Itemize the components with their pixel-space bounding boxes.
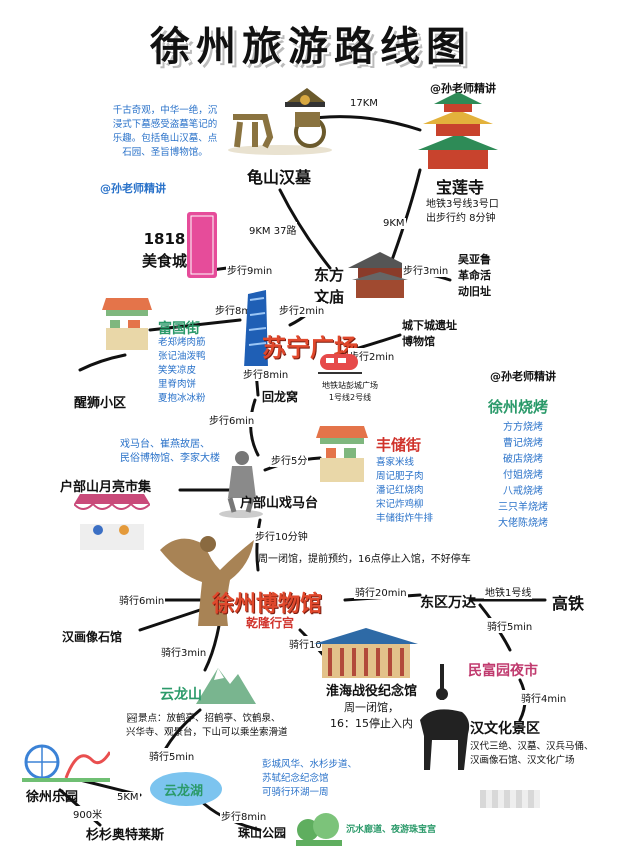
route-9km-37: 9KM 37路 <box>248 222 298 237</box>
route-17km: 17KM <box>349 98 379 109</box>
food-stall-2-icon <box>316 426 368 482</box>
hanwenhua-info: 汉代三绝、汉墓、汉兵马俑、汉画像石馆、汉文化广场 <box>470 741 594 766</box>
node-minfu: 民富园夜市 <box>468 663 538 679</box>
route-ride5a: 骑行5min <box>486 618 534 633</box>
guishan-desc: 千古奇观，中华一绝，沉浸式下墓感受盗墓笔记的乐趣。包括龟山汉墓、点石园、圣旨博物… <box>112 105 218 158</box>
node-hanwenhua: 汉文化景区 <box>470 721 540 737</box>
mountain-icon <box>196 668 256 704</box>
suning-tower-icon <box>244 290 268 368</box>
watermark-right: @孙老师精讲 <box>490 370 556 383</box>
route-900m: 900米 <box>72 806 104 821</box>
dancer-figurine-icon <box>160 536 254 626</box>
node-hubu-xima: 户部山戏马台 <box>240 496 319 511</box>
route-ride3: 骑行3min <box>160 644 208 659</box>
route-ride4: 骑行4min <box>520 690 568 705</box>
route-walk10: 步行10分钟 <box>254 528 309 543</box>
node-qianlong: 乾隆行宫 <box>246 616 295 630</box>
node-yunlonghu: 云龙湖 <box>164 784 204 799</box>
node-xingshi: 醒狮小区 <box>74 396 127 411</box>
route-walk3: 步行3min <box>402 262 450 277</box>
yunlonghu-desc: 彭城风华、水杉步道、苏轼纪念纪念馆可骑行环湖一周 <box>262 759 358 798</box>
node-huaihai: 淮海战役纪念馆 <box>326 684 418 699</box>
node-dongqu: 东区万达 <box>420 595 476 611</box>
warrior-statue-icon <box>219 451 263 518</box>
route-metro1: 地铁1号线 <box>484 584 533 599</box>
route-walk9: 步行9min <box>226 262 274 277</box>
node-chengxia: 城下城遗址博物馆 <box>402 319 457 348</box>
lake-shape <box>150 772 222 806</box>
chariot-icon <box>228 88 332 155</box>
node-fuguo: 富国街 <box>158 321 200 337</box>
huaihai-info: 周一闭馆，16：15停止入内 <box>330 701 413 730</box>
node-guishan: 龟山汉墓 <box>247 168 312 187</box>
node-hanhua: 汉画像石馆 <box>62 630 123 644</box>
route-walk2b: 步行2min <box>348 348 396 363</box>
route-9km: 9KM <box>382 218 406 229</box>
baolian-info: 地铁3号线3号口出步行约 8分钟 <box>426 199 499 224</box>
market-icon <box>74 494 150 550</box>
node-yunlongshan: 云龙山 <box>160 687 202 703</box>
shaokao-list: 方方烧烤曹记烧烤破店烧烤付姐烧烤八戒烧烤三只羊烧烤大佬陈烧烤 <box>498 422 548 529</box>
route-ride5b: 骑行5min <box>148 748 196 763</box>
node-jieming: 吴亚鲁革命活动旧址 <box>458 253 491 298</box>
shaokao-title: 徐州烧烤 <box>488 398 549 416</box>
watermark-left: @孙老师精讲 <box>100 182 166 195</box>
fuguo-list: 老郑烤肉筋张记油泼鸭笑笑凉皮里脊肉饼夏抱冰冰粉 <box>158 337 206 404</box>
node-gaotie: 高铁 <box>552 594 585 613</box>
food-stall-icon <box>102 298 152 350</box>
museum-note: 周一闭馆，提前预约，16点停止入馆，不好停车 <box>258 554 471 565</box>
route-walk8b: 步行8min <box>242 366 290 381</box>
route-ride6: 骑行6min <box>118 592 166 607</box>
watermark-top: @孙老师精讲 <box>430 82 496 95</box>
route-walk2a: 步行2min <box>278 302 326 317</box>
trees-icon <box>296 813 342 846</box>
node-hubu-market: 户部山月亮市集 <box>60 480 152 495</box>
node-lehuo: 徐州乐园 <box>26 790 79 805</box>
route-walk8c: 步行8min <box>220 808 268 823</box>
zhushan-desc: 沉水廊道、夜游珠宝宫 <box>346 825 437 835</box>
xuzhou-sign-icon <box>187 212 217 278</box>
node-baolian: 宝莲寺 <box>436 178 485 197</box>
node-shanshan: 杉杉奥特莱斯 <box>86 828 165 843</box>
blurred-watermark <box>480 790 540 808</box>
fengchu-list: 喜家米线周记肥子肉潘记红烧肉宋记炸鸡柳丰储街炸牛排 <box>376 457 434 524</box>
node-museum: 徐州博物馆 <box>212 591 323 617</box>
route-ride20: 骑行20min <box>354 584 408 599</box>
temple-icon <box>418 92 498 169</box>
node-fengchu: 丰储街 <box>376 436 422 454</box>
yunlongshan-desc: 🏞景点：放鹤亭、招鹤亭、饮鹤泉、兴华寺、观景台，下山可以乘坐索滑道 <box>126 713 288 738</box>
huilong-list: 戏马台、崔燕故居、民俗博物馆、李家大楼 <box>120 439 220 464</box>
node-dongfang: 东方文庙 <box>314 266 345 306</box>
route-walk6: 步行6min <box>208 412 256 427</box>
node-zhushan: 珠山公园 <box>238 826 287 840</box>
route-walk5: 步行5分 <box>270 452 309 467</box>
horse-rider-statue-icon <box>420 664 470 770</box>
node-huilong: 回龙窝 <box>262 390 299 404</box>
amusement-park-icon <box>22 744 110 782</box>
train-icon <box>318 354 362 374</box>
route-5km: 5KM <box>116 792 140 803</box>
page-title: 徐州旅游路线图 <box>150 23 472 70</box>
memorial-building-icon <box>314 628 418 678</box>
pavilion-icon <box>348 252 412 298</box>
